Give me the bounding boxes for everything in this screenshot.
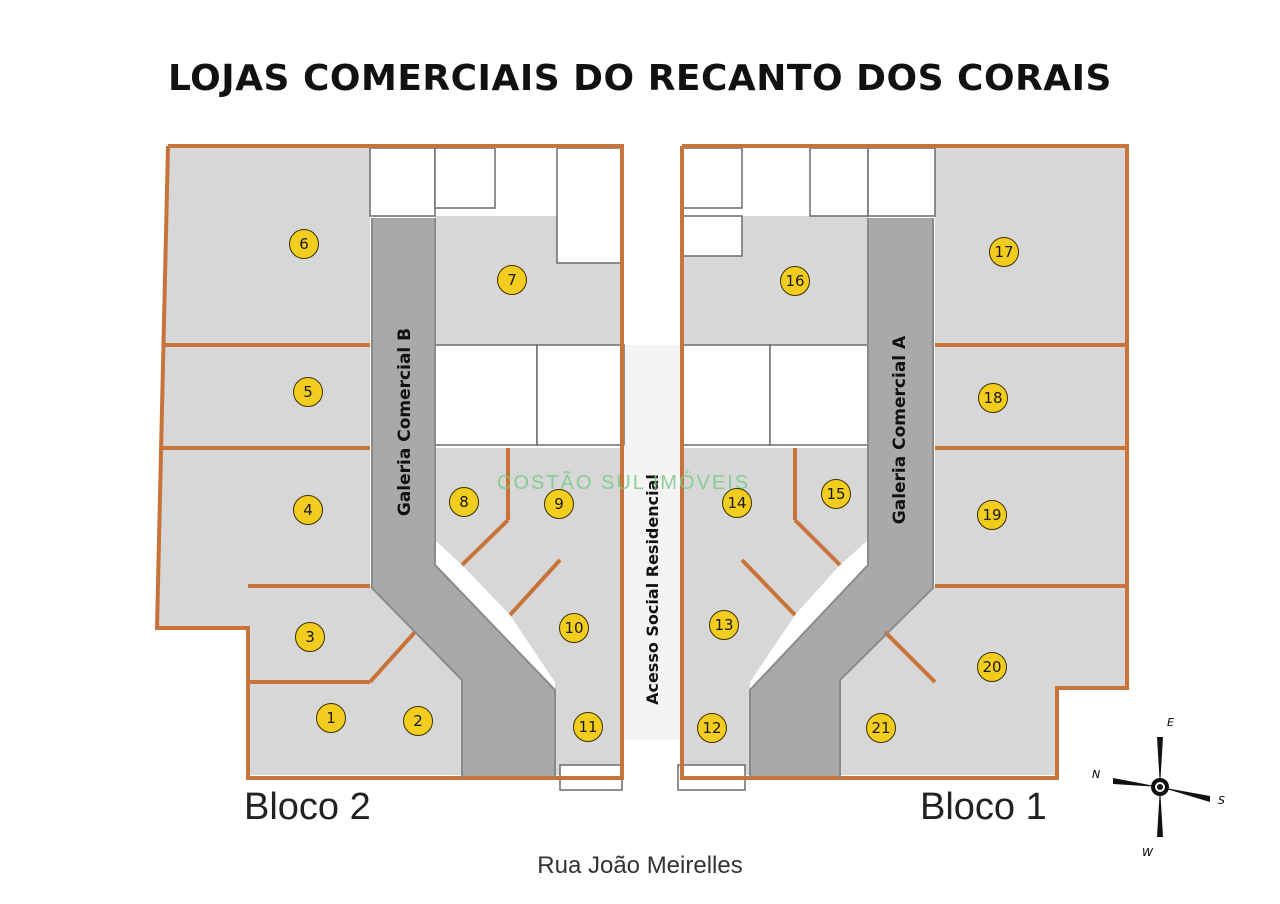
bloco-2-label: Bloco 2 (244, 786, 371, 828)
service-areas (369, 147, 936, 791)
bloco-1-floors (682, 148, 1125, 775)
residential-access-label: Acesso Social Residencial (643, 474, 662, 705)
page-title: LOJAS COMERCIAIS DO RECANTO DOS CORAIS (168, 58, 1112, 99)
store-badge-5[interactable]: 5 (293, 377, 323, 407)
store-badge-3[interactable]: 3 (295, 622, 325, 652)
store-badge-10[interactable]: 10 (559, 613, 589, 643)
watermark-text: COSTÃO SUL IMÓVEIS (497, 472, 751, 494)
gallery-b-floor[interactable] (372, 218, 555, 778)
compass-w: W (1142, 846, 1153, 859)
store-badge-15[interactable]: 15 (821, 479, 851, 509)
store-badge-17[interactable]: 17 (989, 237, 1019, 267)
gallery-b-label: Galeria Comercial B (395, 327, 415, 517)
store-18-floor[interactable] (935, 345, 1125, 448)
store-badge-21[interactable]: 21 (866, 713, 896, 743)
store-badge-6[interactable]: 6 (289, 229, 319, 259)
store-badge-7[interactable]: 7 (497, 265, 527, 295)
gallery-a-label: Galeria Comercial A (890, 335, 910, 525)
store-2-floor[interactable] (370, 630, 462, 775)
store-9-floor[interactable] (462, 448, 622, 615)
gallery-edges (371, 218, 934, 778)
store-17-floor[interactable] (935, 148, 1125, 345)
street-label: Rua João Meirelles (537, 852, 743, 879)
compass-n: N (1092, 768, 1101, 781)
store-20-floor[interactable] (885, 586, 1125, 775)
store-1-floor[interactable] (248, 682, 370, 775)
store-badge-13[interactable]: 13 (709, 610, 739, 640)
compass-s: S (1218, 794, 1225, 807)
residential-access-floor[interactable] (624, 345, 682, 740)
store-badge-4[interactable]: 4 (293, 495, 323, 525)
walls (154, 144, 1129, 780)
store-badge-11[interactable]: 11 (573, 712, 603, 742)
store-14-floor[interactable] (682, 448, 840, 615)
store-3-floor[interactable] (248, 586, 415, 682)
store-19-floor[interactable] (935, 448, 1125, 586)
store-badge-9[interactable]: 9 (544, 489, 574, 519)
store-badge-2[interactable]: 2 (403, 706, 433, 736)
compass-e: E (1167, 716, 1174, 729)
store-5-floor[interactable] (160, 345, 370, 448)
store-badge-16[interactable]: 16 (780, 266, 810, 296)
store-6-floor[interactable] (163, 148, 370, 345)
store-badge-20[interactable]: 20 (977, 652, 1007, 682)
store-badge-12[interactable]: 12 (697, 713, 727, 743)
store-badge-1[interactable]: 1 (316, 703, 346, 733)
store-21-floor[interactable] (840, 632, 935, 775)
store-badge-19[interactable]: 19 (977, 500, 1007, 530)
gallery-a-floor[interactable] (750, 218, 933, 778)
bloco-1-label: Bloco 1 (920, 786, 1047, 828)
store-badge-18[interactable]: 18 (978, 383, 1008, 413)
store-badge-14[interactable]: 14 (722, 488, 752, 518)
compass-rose-icon (1113, 737, 1210, 837)
store-4-floor[interactable] (157, 448, 370, 628)
store-badge-8[interactable]: 8 (449, 487, 479, 517)
